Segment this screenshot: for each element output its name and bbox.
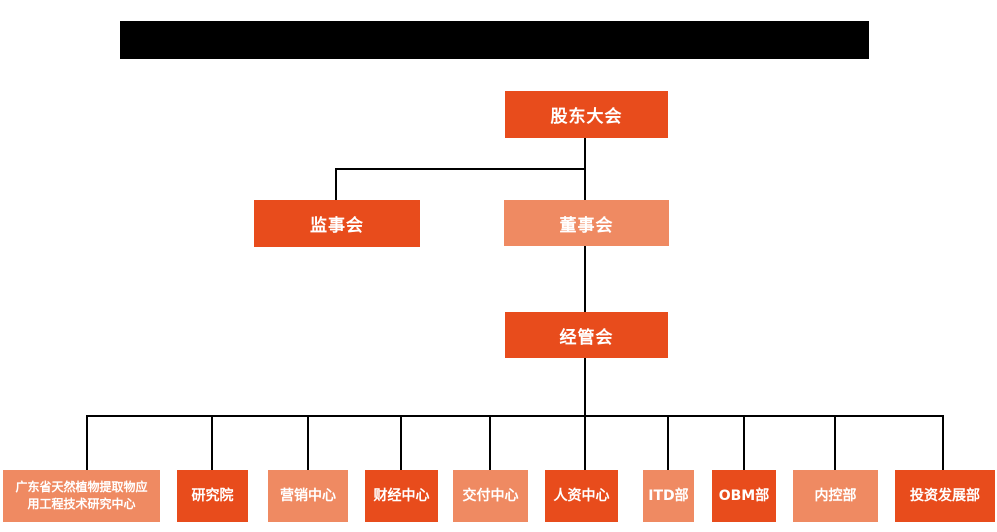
node-management-committee: 经管会	[505, 312, 668, 358]
node-board-of-directors: 董事会	[504, 200, 669, 246]
node-dept-research-institute: 研究院	[177, 470, 248, 522]
node-dept-internal-control: 内控部	[793, 470, 878, 522]
connector-department-bus	[86, 415, 944, 417]
node-shareholders-meeting: 股东大会	[505, 91, 668, 138]
node-dept-itd: ITD部	[643, 470, 694, 522]
connector-drop-internal-control	[834, 415, 836, 470]
node-supervisory-board: 监事会	[254, 200, 420, 247]
node-dept-plant-extract-research-center: 广东省天然植物提取物应用工程技术研究中心	[3, 470, 160, 522]
node-dept-marketing-center: 营销中心	[268, 470, 348, 522]
connector-drop-research-institute	[211, 415, 213, 470]
node-dept-delivery-center: 交付中心	[453, 470, 528, 522]
connector-drop-research-center	[86, 415, 88, 470]
connector-drop-marketing-center	[307, 415, 309, 470]
connector-drop-finance-center	[400, 415, 402, 470]
connector-drop-delivery-center	[489, 415, 491, 470]
connector-management-to-bus	[584, 358, 586, 470]
node-dept-finance-center: 财经中心	[365, 470, 438, 522]
connector-drop-investment-development	[942, 415, 944, 470]
connector-directors-to-management	[584, 246, 586, 312]
node-dept-obm: OBM部	[712, 470, 776, 522]
connector-drop-supervisors	[335, 168, 337, 200]
connector-branch-horizontal	[335, 168, 586, 170]
node-dept-hr-center: 人资中心	[545, 470, 618, 522]
node-dept-investment-development: 投资发展部	[895, 470, 995, 522]
connector-drop-itd	[667, 415, 669, 470]
redacted-title-bar	[120, 21, 869, 59]
connector-drop-obm	[743, 415, 745, 470]
